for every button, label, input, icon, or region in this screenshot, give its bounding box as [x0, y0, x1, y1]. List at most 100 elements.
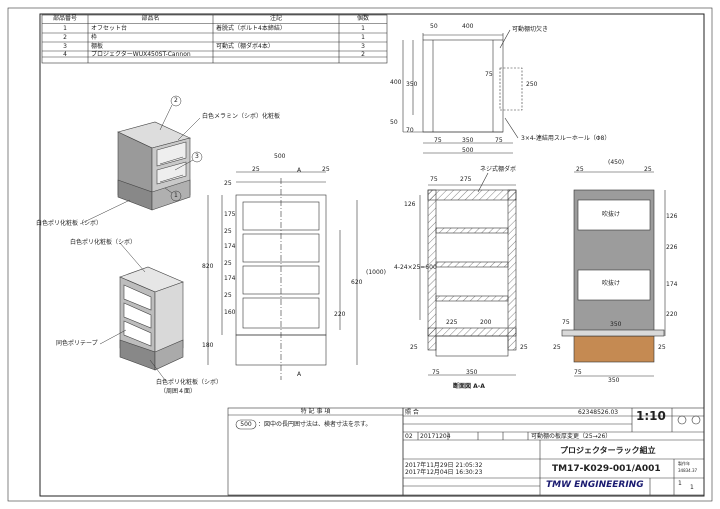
section-title: 断面図 A-A: [453, 383, 485, 390]
balloon-1: 1: [174, 192, 178, 199]
parts-row-note: 着脱式（ボルト4本締結）: [216, 25, 286, 32]
parts-row-note: 可動式（棚ダボ4本）: [216, 43, 274, 50]
dim-front-25: 25: [224, 292, 232, 299]
iso-rack-solid: [117, 121, 191, 211]
parts-row-no: 3: [63, 43, 67, 50]
notes-header: 特 記 事 項: [300, 408, 331, 415]
dim-front-175: 175: [224, 211, 236, 218]
note-tag: 500: [240, 421, 252, 428]
tb-rev-date: 20171204: [420, 433, 451, 440]
note-text: ：図中の長円囲寸法は、検者寸法を示す。: [258, 421, 372, 428]
parts-header-note: 注記: [269, 15, 282, 22]
dim-top-50: 50: [430, 23, 438, 30]
dim-sec-126: 126: [404, 201, 416, 208]
dim-sec-75b: 75: [432, 369, 440, 376]
tb-side-note1: 製作年: [678, 461, 690, 466]
dim-sec-75: 75: [430, 176, 438, 183]
dim-top-75b: 75: [434, 137, 442, 144]
parts-row-no: 1: [63, 25, 67, 32]
dim-top-75: 75: [485, 71, 493, 78]
parts-row-qty: 2: [361, 51, 365, 58]
tb-scale: 1:10: [636, 409, 666, 423]
tb-drawing-no: TM17-K029-001/A001: [552, 464, 661, 474]
parts-row-qty: 3: [361, 43, 365, 50]
label-fan-2: 吹抜け: [602, 280, 621, 287]
tb-page: 1: [678, 480, 682, 487]
dim-side-350b: 350: [608, 377, 620, 384]
parts-header-qty: 個数: [356, 15, 369, 22]
dim-side-220: 220: [666, 311, 678, 318]
dim-front-160: 160: [224, 309, 236, 316]
label-dabo: ネジ式棚ダボ: [480, 166, 517, 173]
dim-side-226: 226: [666, 244, 678, 251]
dim-front-174b: 174: [224, 275, 236, 282]
dim-side-126: 126: [666, 213, 678, 220]
tb-date1: 2017年11月29日 21:05:32: [405, 462, 483, 469]
front-view: [207, 171, 358, 380]
dim-sec-350: 350: [466, 369, 478, 376]
dim-side-25: 25: [576, 166, 584, 173]
dim-front-25: 25: [224, 180, 232, 187]
tb-ref-label: 照 合: [405, 409, 419, 416]
dim-top-500: 500: [462, 147, 474, 154]
parts-row-no: 2: [63, 34, 67, 41]
dim-front-500: 500: [274, 153, 286, 160]
dim-top-400v: 400: [390, 79, 402, 86]
dim-top-70: 70: [406, 127, 414, 134]
dim-front-180: 180: [202, 342, 214, 349]
dim-front-220: 220: [334, 311, 346, 318]
dim-front-1000: (1000): [366, 269, 386, 276]
parts-header-name: 部品名: [141, 15, 160, 22]
dim-side-350: 350: [610, 321, 622, 328]
dim-side-25b: 25: [644, 166, 652, 173]
side-view: [561, 171, 666, 377]
dim-side-450: (450): [608, 159, 625, 166]
parts-row-name: プロジェクターWUX450ST-Cannon: [91, 51, 191, 58]
dim-front-620: 620: [351, 279, 363, 286]
dim-front-25: 25: [224, 260, 232, 267]
label-melamine: 白色メラミン（シボ）化粧板: [202, 113, 281, 120]
dim-side-75b: 75: [574, 369, 582, 376]
parts-header-no: 部品番号: [52, 15, 77, 22]
dim-sec-25: 25: [520, 344, 528, 351]
dim-front-25: 25: [322, 166, 330, 173]
parts-table-grid: [41, 14, 388, 64]
parts-row-no: 4: [63, 51, 67, 58]
tb-date2: 2017年12月04日 16:30:23: [405, 469, 483, 476]
parts-row-qty: 1: [361, 25, 365, 32]
dim-sec-275: 275: [460, 176, 472, 183]
dim-front-174: 174: [224, 243, 236, 250]
label-poly-bottom: 白色ポリ化粧板（シボ）: [156, 379, 223, 386]
title-block-grid: [227, 407, 705, 496]
dim-sec-225: 225: [446, 319, 458, 326]
dim-side-25c: 25: [553, 344, 561, 351]
parts-row-name: 棚板: [91, 43, 104, 50]
label-poly-side: 白色ポリ化粧板（シボ）: [36, 220, 103, 227]
dim-top-50v: 50: [390, 119, 398, 126]
dim-top-75c: 75: [495, 137, 503, 144]
tb-pages: 1: [690, 484, 694, 491]
tb-side-note2: 34834.37: [678, 468, 698, 473]
dim-front-820: 820: [202, 263, 214, 270]
dim-top-400: 400: [462, 23, 474, 30]
section-view: [419, 172, 517, 376]
label-hole: 3×4-連結用スルーホール（Φ8）: [521, 135, 611, 142]
parts-row-qty: 1: [361, 34, 365, 41]
inner-border: [39, 13, 705, 497]
parts-row-name: オフセット台: [91, 25, 128, 32]
parts-row-name: 枠: [91, 34, 98, 41]
dim-sec-200: 200: [480, 319, 492, 326]
outer-border: [7, 7, 713, 502]
balloon-2: 2: [174, 97, 178, 104]
tb-rev-no: 02: [405, 433, 413, 440]
section-arrow-a-top: A: [297, 167, 302, 174]
dim-side-25d: 25: [658, 344, 666, 351]
dim-side-75: 75: [562, 319, 570, 326]
tb-ref-number: 62348526.03: [578, 409, 619, 416]
label-cutout: 可動棚切欠き: [512, 26, 549, 33]
tb-title: プロジェクターラック組立: [560, 446, 656, 455]
top-view: [402, 29, 523, 154]
label-fan-1: 吹抜け: [602, 211, 621, 218]
